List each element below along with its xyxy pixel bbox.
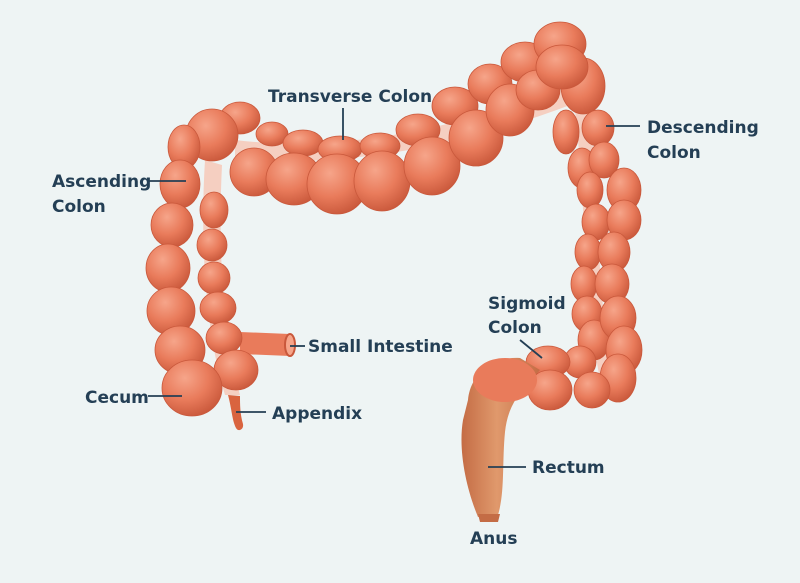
haustrum-pouch — [146, 244, 190, 292]
rectum-shape — [461, 358, 540, 522]
haustrum-pouch — [206, 322, 242, 354]
haustrum-pouch — [574, 372, 610, 408]
small-intestine-stub — [240, 332, 295, 356]
haustrum-pouch — [198, 262, 230, 294]
label-ascending-colon-line1: Ascending — [52, 170, 151, 194]
haustrum-pouch — [197, 229, 227, 261]
label-ascending-colon-line2: Colon — [52, 195, 106, 219]
haustrum-pouch — [582, 110, 614, 146]
label-anus: Anus — [470, 527, 517, 551]
label-appendix: Appendix — [272, 402, 362, 426]
haustrum-pouch — [151, 203, 193, 247]
haustrum-pouch — [354, 151, 410, 211]
label-descending-colon-line1: Descending — [647, 116, 759, 140]
haustrum-pouch — [200, 292, 236, 324]
haustrum-pouch — [283, 130, 323, 156]
label-descending-colon-line2: Colon — [647, 141, 701, 165]
haustrum-pouch — [160, 160, 200, 208]
label-cecum: Cecum — [85, 386, 149, 410]
label-sigmoid-colon-line2: Colon — [488, 316, 542, 340]
label-sigmoid-colon-line1: Sigmoid — [488, 292, 566, 316]
label-small-intestine: Small Intestine — [308, 335, 453, 359]
label-rectum: Rectum — [532, 456, 605, 480]
haustrum-pouch — [575, 234, 601, 270]
haustrum-pouch — [577, 172, 603, 208]
haustrum-pouch — [553, 110, 579, 154]
haustrum-pouch — [200, 192, 228, 228]
haustrum-pouch — [162, 360, 222, 416]
haustrum-pouch — [536, 45, 588, 89]
label-transverse-colon: Transverse Colon — [268, 85, 432, 109]
